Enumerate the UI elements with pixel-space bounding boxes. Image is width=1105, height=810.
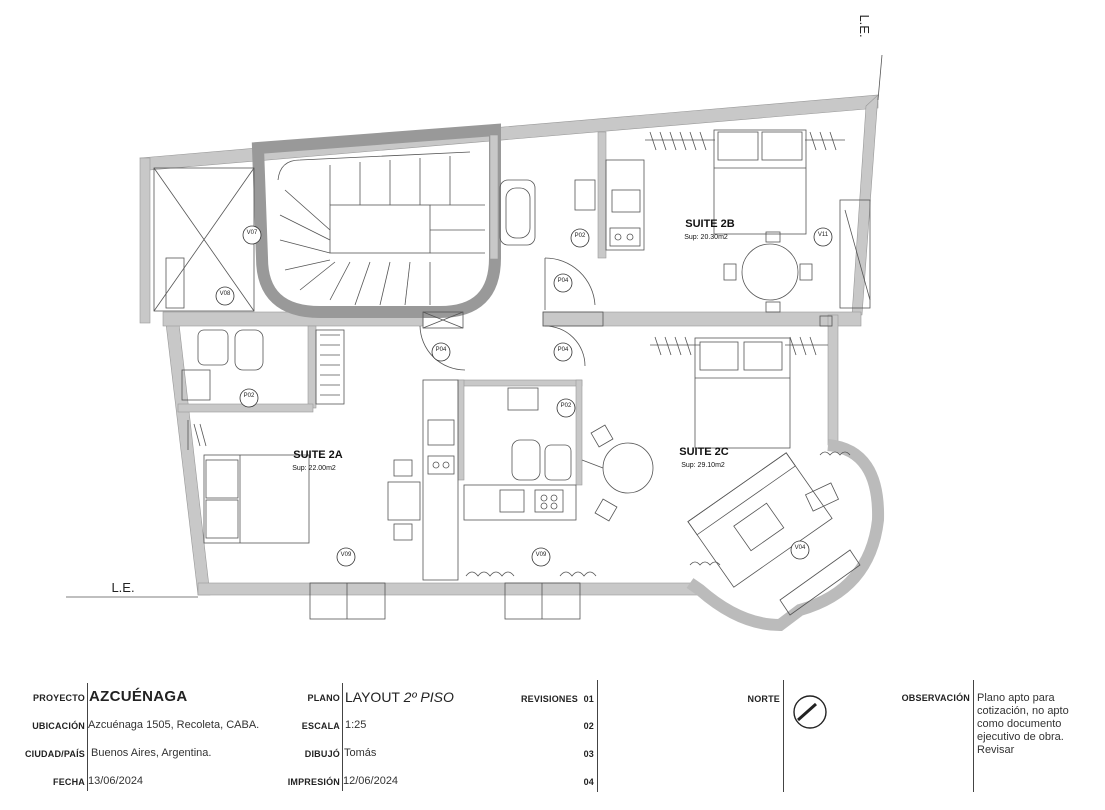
line-work — [66, 54, 883, 620]
ciudad-label: CIUDAD/PAÍS — [24, 749, 85, 759]
room-labels: SUITE 2B Sup: 20.30m2 SUITE 2A Sup: 22.0… — [292, 218, 735, 472]
tag-circles — [215, 225, 833, 567]
le-left-label: L.E. — [111, 580, 134, 595]
observacion-text: Plano apto para cotización, no apto como… — [977, 692, 1087, 757]
divider-5 — [973, 680, 974, 792]
room-name-2a: SUITE 2A — [293, 449, 343, 461]
rev-01: 01 — [583, 694, 594, 704]
tag-p02-b: P02 — [575, 233, 586, 239]
tag-v08: V08 — [220, 291, 231, 297]
tag-p04-b: P04 — [558, 278, 569, 284]
floor-plan: V07 V08 P02 P04 P02 P04 P04 P02 V11 V09 … — [66, 14, 885, 632]
rev-02: 02 — [583, 721, 594, 731]
divider-3 — [597, 680, 598, 792]
room-name-2b: SUITE 2B — [685, 218, 735, 230]
escala-label: ESCALA — [301, 721, 340, 731]
proyecto-value: AZCUÉNAGA — [89, 688, 188, 705]
rev-03: 03 — [583, 749, 594, 759]
divider-4 — [783, 680, 784, 792]
revisiones-label: REVISIONES — [520, 694, 578, 704]
divider-2 — [342, 683, 343, 791]
escala-value: 1:25 — [345, 719, 367, 731]
le-top-label: L.E. — [857, 14, 872, 37]
ubicacion-value: Azcuénaga 1505, Recoleta, CABA. — [88, 719, 260, 731]
ubicacion-label: UBICACIÓN — [32, 721, 85, 731]
ciudad-value: Buenos Aires, Argentina. — [91, 747, 212, 759]
impresion-value: 12/06/2024 — [343, 775, 399, 787]
impresion-label: IMPRESIÓN — [287, 777, 340, 787]
proyecto-label: PROYECTO — [33, 693, 85, 703]
tag-v09-b: V09 — [536, 552, 547, 558]
room-area-2c: Sup: 29.10m2 — [681, 462, 725, 469]
tag-labels: V07 V08 P02 P04 P02 P04 P04 P02 V11 V09 … — [220, 230, 829, 558]
tag-p04-c: P04 — [558, 347, 569, 353]
observacion-line-1: Plano apto para — [977, 692, 1055, 704]
divider-1 — [87, 683, 88, 791]
dibujo-value: Tomás — [344, 747, 377, 759]
plano-value-main: LAYOUT — [345, 689, 400, 705]
outer-walls — [139, 94, 885, 632]
observacion-line-3: como documento — [977, 718, 1062, 730]
observacion-line-4: ejecutivo de obra. — [977, 731, 1064, 743]
room-area-2a: Sup: 22.00m2 — [292, 465, 336, 472]
observacion-line-2: cotización, no apto — [977, 705, 1069, 717]
fecha-label: FECHA — [53, 777, 85, 787]
tag-v11: V11 — [818, 232, 829, 238]
tag-v09-a: V09 — [341, 552, 352, 558]
observacion-line-5: Revisar — [977, 744, 1015, 756]
plano-value-italic: 2º PISO — [403, 689, 454, 705]
tag-p02-c: P02 — [561, 403, 572, 409]
fecha-value: 13/06/2024 — [88, 775, 144, 787]
room-name-2c: SUITE 2C — [679, 446, 729, 458]
dibujo-label: DIBUJÓ — [304, 749, 340, 759]
rev-04: 04 — [583, 777, 594, 787]
tag-p02-a: P02 — [244, 393, 255, 399]
north-arrow-icon — [793, 695, 827, 729]
plano-label: PLANO — [307, 693, 340, 703]
tag-p04-a: P04 — [436, 347, 447, 353]
observacion-label: OBSERVACIÓN — [901, 693, 970, 703]
tag-v07: V07 — [247, 230, 258, 236]
tag-v04: V04 — [795, 545, 806, 551]
room-area-2b: Sup: 20.30m2 — [684, 234, 728, 241]
plano-value: LAYOUT 2º PISO — [345, 689, 454, 705]
norte-label: NORTE — [747, 694, 780, 704]
